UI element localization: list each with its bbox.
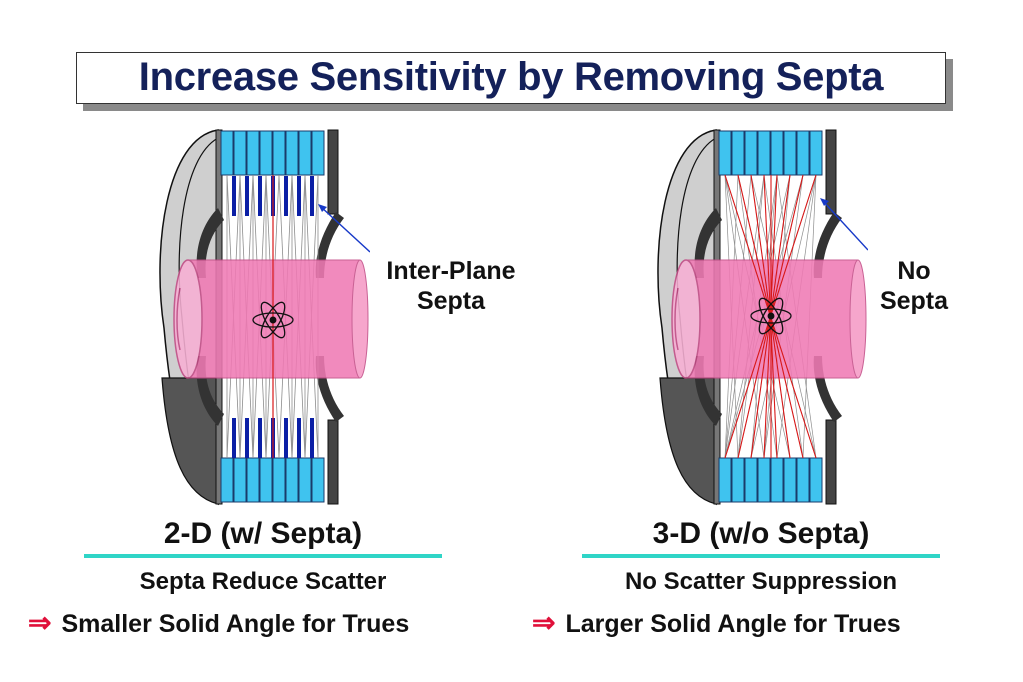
- detector-crystals-top: [718, 130, 823, 176]
- mode-3d-heading: 3-D (w/o Septa): [652, 517, 870, 550]
- patient-cylinder: [173, 259, 369, 379]
- detector-crystals-bottom: [220, 457, 325, 503]
- callout-pointer: [821, 199, 868, 251]
- page-title: Increase Sensitivity by Removing Septa: [138, 55, 884, 99]
- left-line2-text: Smaller Solid Angle for Trues: [61, 610, 410, 638]
- accent-rule-left: [84, 554, 442, 558]
- left-line2: ⇒ Smaller Solid Angle for Trues: [28, 606, 409, 639]
- end-shield-right: [825, 129, 837, 215]
- left-line1: Septa Reduce Scatter: [139, 568, 387, 595]
- atom-icon: [750, 297, 792, 335]
- callout-pointer: [319, 205, 370, 253]
- callout-label: Inter-Plane Septa: [386, 257, 516, 315]
- scanner-2d-diagram: [159, 129, 370, 506]
- right-line2-text: Larger Solid Angle for Trues: [565, 610, 901, 638]
- end-shield-right: [327, 129, 339, 215]
- implies-arrow-icon: ⇒: [28, 607, 52, 638]
- callout-no-septa: No Septa: [866, 256, 962, 316]
- callout-inter-plane-septa: Inter-Plane Septa: [366, 256, 536, 316]
- scanner-3d-diagram: [657, 129, 868, 506]
- implies-arrow-icon: ⇒: [532, 607, 556, 638]
- atom-icon: [252, 301, 294, 339]
- callout-label: No Septa: [879, 257, 949, 315]
- detector-crystals-top: [220, 130, 325, 176]
- detector-crystals-bottom: [718, 457, 823, 503]
- right-line1: No Scatter Suppression: [624, 568, 898, 595]
- right-line2: ⇒ Larger Solid Angle for Trues: [532, 606, 901, 639]
- accent-rule-right: [582, 554, 940, 558]
- title-box: Increase Sensitivity by Removing Septa: [76, 52, 946, 104]
- mode-2d-heading: 2-D (w/ Septa): [163, 517, 363, 550]
